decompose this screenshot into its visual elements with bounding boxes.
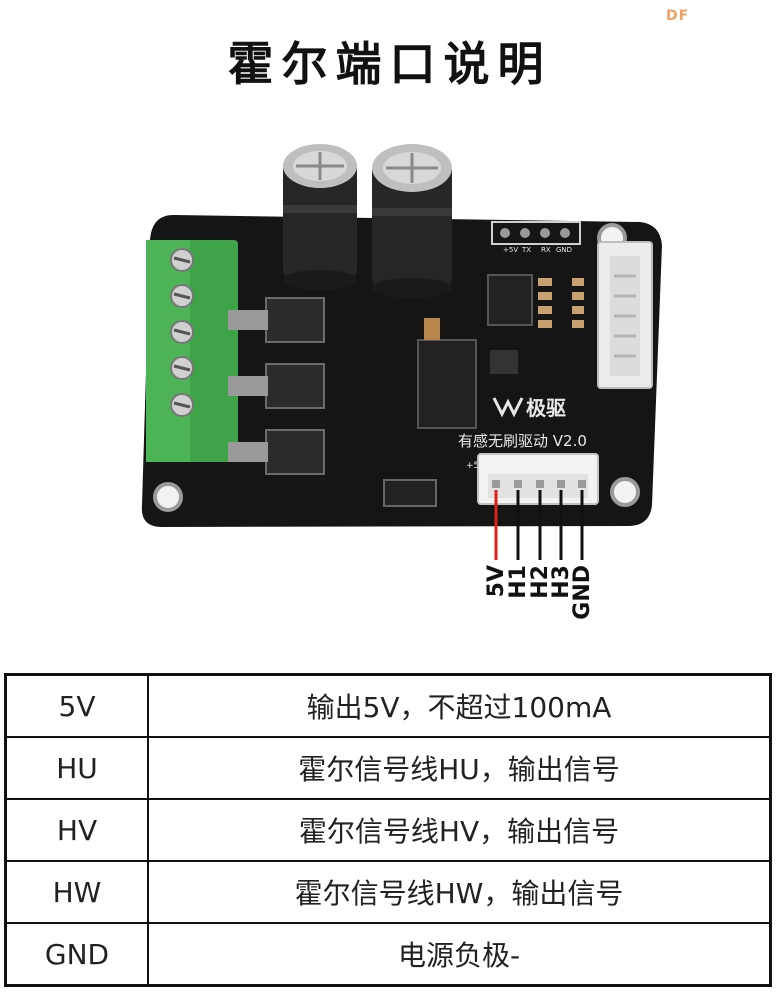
table-row: HW 霍尔信号线HW，输出信号 xyxy=(4,860,772,924)
description-cell: 输出5V，不超过100mA xyxy=(147,673,772,738)
hall-pin-labels: 5V H1 H2 H3 GND xyxy=(484,565,595,620)
table-row: HV 霍尔信号线HV，输出信号 xyxy=(4,798,772,862)
motor-connector xyxy=(597,241,653,389)
mounting-hole xyxy=(610,477,640,507)
hall-pin-label-h3: H3 xyxy=(549,565,574,599)
hall-pin-label-5v: 5V xyxy=(484,565,509,597)
hall-pin-label-gnd: GND xyxy=(570,565,595,620)
capacitor-left xyxy=(283,144,357,290)
table-row: HU 霍尔信号线HU，输出信号 xyxy=(4,736,772,800)
header-pin-label: +5V xyxy=(503,246,518,254)
header-pin-label: GND xyxy=(556,246,572,254)
table-row: GND 电源负极- xyxy=(4,922,772,987)
capacitor-right xyxy=(372,144,452,298)
hall-port-table: 5V 输出5V，不超过100mA HU 霍尔信号线HU，输出信号 HV 霍尔信号… xyxy=(4,673,772,987)
resistor-array xyxy=(538,278,584,328)
driver-ic xyxy=(417,339,477,429)
header-pin-label: RX xyxy=(541,246,551,254)
pin-cell: GND xyxy=(4,922,149,987)
hall-pin-label-h1: H1 xyxy=(506,565,531,599)
regulator xyxy=(383,479,437,507)
mcu-chip xyxy=(487,274,533,326)
board-brand-logo: 极驱 xyxy=(492,396,566,420)
pin-cell: HU xyxy=(4,736,149,800)
hall-connector xyxy=(477,453,599,505)
pin-cell: HW xyxy=(4,860,149,924)
description-cell: 电源负极- xyxy=(147,922,772,987)
board-photo: +5V TX RX GND 极驱 有感无刷驱动 V2.0 +5 5V H1 xyxy=(141,144,662,620)
mounting-hole xyxy=(153,482,183,512)
description-cell: 霍尔信号线HW，输出信号 xyxy=(147,860,772,924)
board-subtitle: 有感无刷驱动 V2.0 xyxy=(458,432,587,450)
power-terminal-block xyxy=(146,240,238,462)
page-title: 霍尔端口说明 xyxy=(227,37,552,91)
table-row: 5V 输出5V，不超过100mA xyxy=(4,673,772,738)
hall-pin-label-h2: H2 xyxy=(528,565,553,599)
df-watermark: DF xyxy=(666,8,690,24)
uart-header: +5V TX RX GND xyxy=(491,221,581,254)
description-cell: 霍尔信号线HU，输出信号 xyxy=(147,736,772,800)
pin-cell: HV xyxy=(4,798,149,862)
description-cell: 霍尔信号线HV，输出信号 xyxy=(147,798,772,862)
pin-cell: 5V xyxy=(4,673,149,738)
hall-pin-lines xyxy=(494,490,584,560)
mosfets xyxy=(265,297,325,475)
header-pin-label: TX xyxy=(521,246,531,254)
board-brand: 极驱 xyxy=(526,396,566,420)
board-side-label: +5 xyxy=(466,461,479,471)
